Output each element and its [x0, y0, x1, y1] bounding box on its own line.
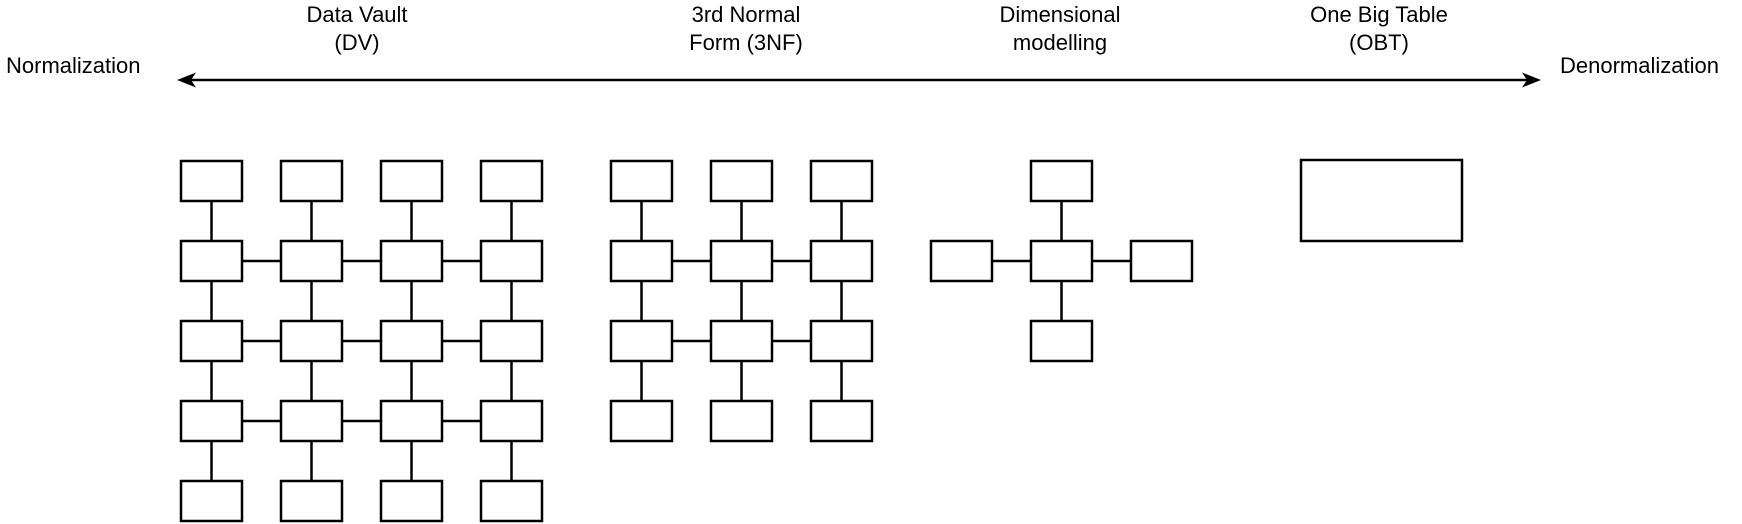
- data-vault-table-box: [479, 399, 544, 443]
- third-normal-form-table-box: [809, 239, 874, 283]
- dimensional-modelling-table-box: [1029, 319, 1094, 363]
- data-vault-table-box: [279, 319, 344, 363]
- data-vault-table-box: [379, 159, 444, 203]
- scheme-label-dimensional-modelling: Dimensional modelling: [999, 1, 1120, 57]
- third-normal-form-table-box: [709, 159, 774, 203]
- third-normal-form-table-box: [609, 399, 674, 443]
- scheme-label-data-vault: Data Vault (DV): [306, 1, 407, 57]
- third-normal-form-table-box: [709, 239, 774, 283]
- third-normal-form-table-box: [809, 159, 874, 203]
- data-vault-table-box: [479, 479, 544, 523]
- data-vault-table-box: [179, 399, 244, 443]
- data-vault-table-box: [179, 239, 244, 283]
- scheme-label-line2: Form (3NF): [689, 30, 803, 55]
- data-vault-table-box: [379, 399, 444, 443]
- scheme-label-third-normal-form: 3rd Normal Form (3NF): [689, 1, 803, 57]
- dimensional-modelling-table-box: [1029, 159, 1094, 203]
- third-normal-form-table-box: [809, 319, 874, 363]
- one-big-table-table-box: [1299, 158, 1464, 243]
- data-vault-table-box: [279, 159, 344, 203]
- scheme-label-line2: (OBT): [1349, 30, 1409, 55]
- scheme-label-line1: 3rd Normal: [691, 2, 801, 27]
- data-vault-table-box: [179, 479, 244, 523]
- data-vault-table-box: [479, 319, 544, 363]
- data-vault-table-box: [279, 479, 344, 523]
- arrowhead-right-icon: [1522, 72, 1541, 88]
- scheme-label-line2: modelling: [1012, 30, 1108, 55]
- data-vault-table-box: [379, 479, 444, 523]
- third-normal-form-table-box: [609, 159, 674, 203]
- axis-label-normalization: Normalization: [6, 53, 141, 78]
- third-normal-form-table-box: [709, 319, 774, 363]
- scheme-label-line1: Data Vault: [306, 2, 408, 27]
- data-vault-table-box: [479, 239, 544, 283]
- scheme-label-line1: One Big Table: [1310, 2, 1448, 27]
- dimensional-modelling-table-box: [1029, 239, 1094, 283]
- scheme-label-line1: Dimensional: [999, 2, 1121, 27]
- scheme-label-one-big-table: One Big Table (OBT): [1310, 1, 1448, 57]
- data-vault-table-box: [479, 159, 544, 203]
- dimensional-modelling-table-box: [929, 239, 994, 283]
- third-normal-form-table-box: [809, 399, 874, 443]
- scheme-label-line2: (DV): [334, 30, 380, 55]
- arrowhead-left-icon: [177, 72, 196, 88]
- third-normal-form-table-box: [709, 399, 774, 443]
- data-vault-table-box: [279, 399, 344, 443]
- data-vault-table-box: [179, 159, 244, 203]
- axis-label-denormalization: Denormalization: [1560, 53, 1719, 78]
- data-vault-table-box: [179, 319, 244, 363]
- data-vault-table-box: [379, 239, 444, 283]
- third-normal-form-table-box: [609, 239, 674, 283]
- third-normal-form-table-box: [609, 319, 674, 363]
- data-vault-table-box: [279, 239, 344, 283]
- data-vault-table-box: [379, 319, 444, 363]
- dimensional-modelling-table-box: [1129, 239, 1194, 283]
